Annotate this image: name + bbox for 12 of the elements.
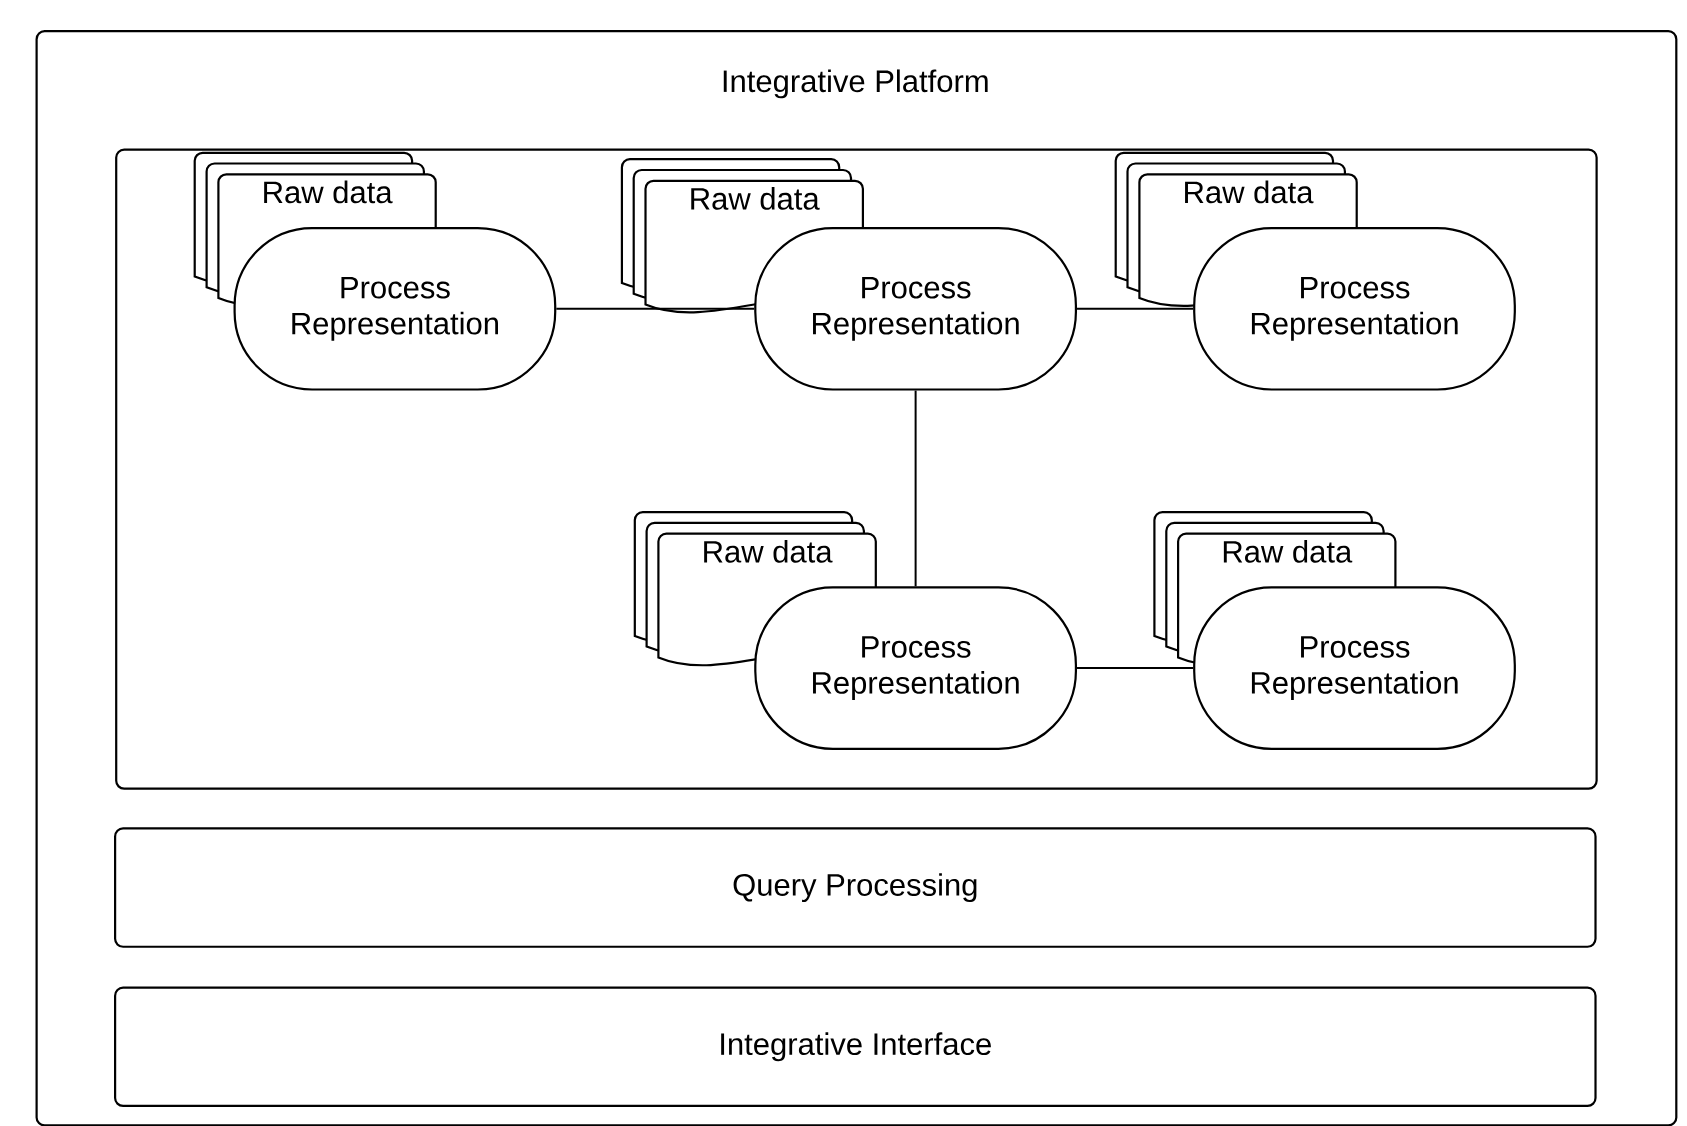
layer-box: Integrative Interface [114, 986, 1597, 1108]
connector-line [1076, 307, 1195, 310]
process-box: Process Representation [754, 586, 1077, 750]
process-box: Process Representation [1193, 227, 1516, 391]
connector-line [1076, 667, 1195, 670]
process-box: Process Representation [233, 227, 557, 391]
process-box: Process Representation [754, 227, 1077, 391]
connector-line [914, 389, 917, 588]
layer-box: Query Processing [114, 827, 1597, 948]
container-box [115, 148, 1598, 790]
process-box: Process Representation [1193, 586, 1516, 750]
connector-line [555, 307, 756, 310]
